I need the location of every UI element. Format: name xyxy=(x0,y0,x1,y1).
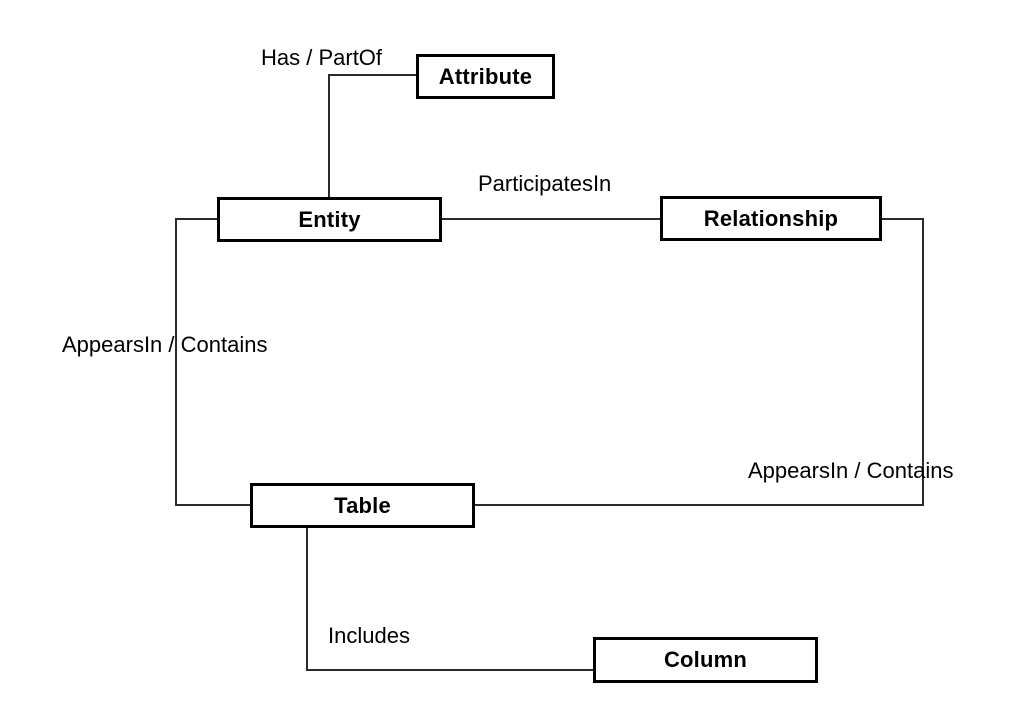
node-entity-label: Entity xyxy=(298,206,361,232)
node-entity: Entity xyxy=(217,197,442,242)
node-relationship-label: Relationship xyxy=(703,205,839,231)
edge-label-appearsin-contains-left: AppearsIn / Contains xyxy=(62,332,268,357)
edge-label-appearsin-contains-right: AppearsIn / Contains xyxy=(748,458,954,483)
node-table: Table xyxy=(250,483,475,528)
node-attribute: Attribute xyxy=(416,54,555,99)
edge-entity-attribute-horizontal xyxy=(329,74,417,76)
edge-table-column-vertical xyxy=(306,528,308,671)
edge-relationship-table-horizontal-top xyxy=(882,218,924,220)
edge-entity-relationship xyxy=(442,218,660,220)
edge-entity-table-horizontal-bottom xyxy=(175,504,250,506)
node-table-label: Table xyxy=(334,492,391,518)
edge-label-has-partof: Has / PartOf xyxy=(261,45,383,70)
node-attribute-label: Attribute xyxy=(438,63,533,89)
edge-relationship-table-horizontal-bottom xyxy=(475,504,924,506)
edge-entity-table-vertical xyxy=(175,218,177,506)
edge-label-participatesin: ParticipatesIn xyxy=(478,171,612,196)
edge-entity-table-horizontal-top xyxy=(175,218,217,220)
edge-entity-attribute-vertical xyxy=(328,74,330,197)
node-relationship: Relationship xyxy=(660,196,882,241)
node-column-label: Column xyxy=(663,647,748,672)
edge-table-column-horizontal xyxy=(306,669,593,671)
node-column: Column xyxy=(593,637,818,683)
edge-relationship-table-vertical xyxy=(922,218,924,506)
edge-label-includes: Includes xyxy=(328,623,410,648)
